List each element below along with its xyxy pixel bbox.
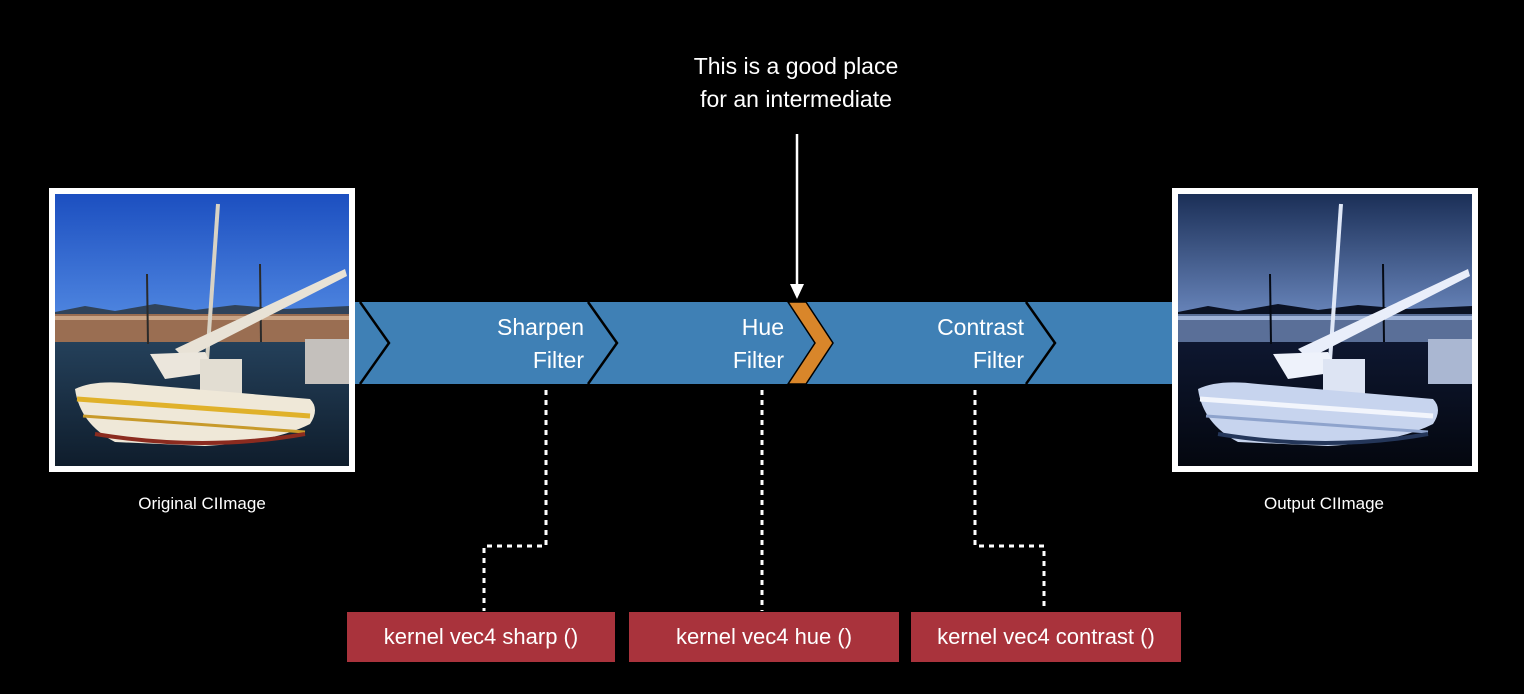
filter-sharpen-type: Filter: [532, 347, 584, 373]
input-boat-image: [55, 194, 349, 466]
chevron-contrast-separator: [1024, 301, 1057, 385]
filter-hue-label: Hue Filter: [642, 311, 784, 377]
annotation-line-1: This is a good place: [693, 53, 899, 79]
kernel-sharp-box: kernel vec4 sharp (): [347, 612, 615, 662]
input-image-frame: [49, 188, 355, 472]
connector-sharpen: [482, 390, 548, 611]
annotation-arrow-head: [790, 284, 804, 299]
output-boat-image: [1178, 194, 1472, 466]
intermediate-highlight-chevron: [786, 301, 834, 385]
intermediate-annotation: This is a good place for an intermediate: [596, 50, 996, 116]
filter-hue-type: Filter: [732, 347, 784, 373]
pipeline-band: [354, 302, 1176, 384]
chevron-input-separator: [358, 301, 391, 385]
kernel-contrast-box: kernel vec4 contrast (): [911, 612, 1181, 662]
filter-contrast-name: Contrast: [937, 314, 1024, 340]
kernel-hue-box: kernel vec4 hue (): [629, 612, 899, 662]
filter-contrast-label: Contrast Filter: [880, 311, 1024, 377]
filter-contrast-type: Filter: [972, 347, 1024, 373]
chevron-sharpen-separator: [586, 301, 619, 385]
input-image-caption: Original CIImage: [138, 494, 266, 513]
output-image-frame: [1172, 188, 1478, 472]
filter-sharpen-label: Sharpen Filter: [442, 311, 584, 377]
filter-hue-name: Hue: [741, 314, 784, 340]
connector-contrast: [973, 390, 1046, 611]
filter-sharpen-name: Sharpen: [497, 314, 584, 340]
output-image-caption: Output CIImage: [1263, 494, 1384, 513]
annotation-line-2: for an intermediate: [700, 86, 892, 112]
